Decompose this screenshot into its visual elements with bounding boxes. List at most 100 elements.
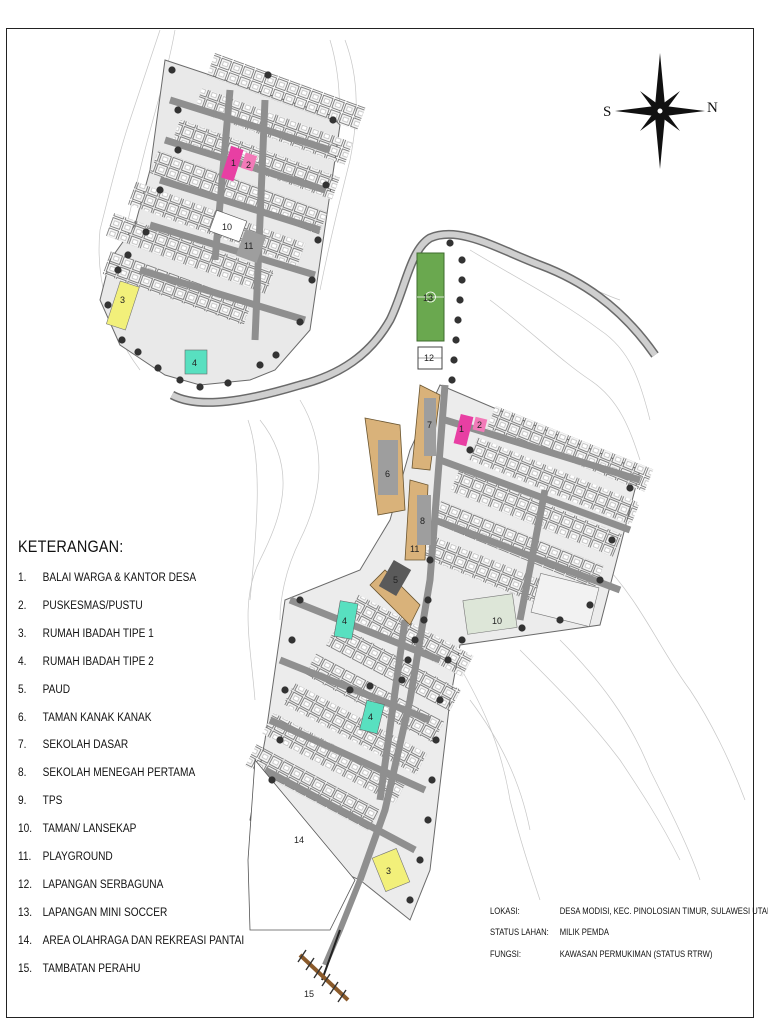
tree-icon xyxy=(444,656,452,664)
tree-icon xyxy=(124,251,132,259)
legend-item-number: 4. xyxy=(18,655,27,668)
info-land-status-label: STATUS LAHAN: xyxy=(490,927,549,937)
tree-icon xyxy=(586,601,594,609)
legend-item-number: 3. xyxy=(18,627,27,640)
facility-playground-tps xyxy=(208,209,600,635)
legend-item-15: 15. TAMBATAN PERAHU xyxy=(18,963,140,975)
legend-item-10: 10.TAMAN/ LANSEKAP xyxy=(18,823,136,835)
tree-icon xyxy=(134,348,142,356)
tree-icon xyxy=(118,336,126,344)
tree-icon xyxy=(458,636,466,644)
legend-item-13: 13.LAPANGAN MINI SOCCER xyxy=(18,907,167,919)
legend-item-3: 3. RUMAH IBADAH TIPE 1 xyxy=(18,628,154,640)
map-frame xyxy=(6,28,754,1018)
tree-icon xyxy=(404,656,412,664)
tree-icon xyxy=(281,686,289,694)
tree-icon xyxy=(448,376,456,384)
zone-label-14: 14 xyxy=(294,835,304,845)
tree-icon xyxy=(406,896,414,904)
tree-icon xyxy=(142,228,150,236)
zone-label-10: 10 xyxy=(222,222,232,232)
tree-icon xyxy=(174,106,182,114)
zone-label-1-main: 1 xyxy=(459,424,464,434)
info-location-value: DESA MODISI, KEC. PINOLOSIAN TIMUR, SULA… xyxy=(559,906,768,916)
tree-icon xyxy=(272,351,280,359)
tree-icon xyxy=(436,696,444,704)
zone-label-12: 12 xyxy=(424,353,434,363)
legend-item-label: RUMAH IBADAH TIPE 1 xyxy=(42,627,154,640)
tree-icon xyxy=(276,736,284,744)
legend-item-label: TPS xyxy=(42,795,63,808)
tree-icon xyxy=(626,484,634,492)
legend-item-label: LAPANGAN MINI SOCCER xyxy=(42,906,168,919)
tree-icon xyxy=(296,318,304,326)
zone-label-4-main-a: 4 xyxy=(342,616,347,626)
legend-item-number: 6. xyxy=(18,711,27,724)
zone-label-2: 2 xyxy=(246,160,251,170)
tree-icon xyxy=(450,356,458,364)
tree-icon xyxy=(518,624,526,632)
info-land-status: STATUS LAHAN:MILIK PEMDA xyxy=(490,927,609,937)
legend-title: KETERANGAN: xyxy=(18,537,124,556)
legend-item-5: 5. PAUD xyxy=(18,684,70,696)
legend-item-number: 8. xyxy=(18,767,27,780)
info-location-label: LOKASI: xyxy=(490,906,520,916)
tree-icon xyxy=(458,256,466,264)
zone-label-3: 3 xyxy=(120,295,125,305)
tree-icon xyxy=(154,364,162,372)
tree-icon xyxy=(196,383,204,391)
legend-item-8: 8.SEKOLAH MENEGAH PERTAMA xyxy=(18,767,195,779)
zone-label-7: 7 xyxy=(427,420,432,430)
tree-icon xyxy=(256,361,264,369)
zone-label-11-main: 11 xyxy=(410,544,419,554)
legend-item-11: 11.PLAYGROUND xyxy=(18,851,113,863)
legend-item-number: 5. xyxy=(18,683,27,696)
tree-icon xyxy=(224,379,232,387)
legend-item-label: LAPANGAN SERBAGUNA xyxy=(42,878,164,891)
legend-item-number: 12. xyxy=(18,878,33,891)
tree-icon xyxy=(156,186,164,194)
cluster-northwest xyxy=(99,52,366,386)
info-function: FUNGSI:KAWASAN PERMUKIMAN (STATUS RTRW) xyxy=(490,949,712,959)
zone-label-5: 5 xyxy=(393,575,398,585)
zone-label-11: 11 xyxy=(244,241,253,251)
zone-label-13: 13 xyxy=(423,293,433,303)
tree-icon xyxy=(608,536,616,544)
tree-icon xyxy=(308,276,316,284)
facility-multipurpose-court xyxy=(417,346,443,370)
zone-label-2-main: 2 xyxy=(477,420,482,430)
info-location: LOKASI: DESA MODISI, KEC. PINOLOSIAN TIMU… xyxy=(490,906,768,916)
zone-label-3-main: 3 xyxy=(386,866,391,876)
legend-item-label: TAMAN KANAK KANAK xyxy=(42,711,152,724)
legend-item-7: 7.SEKOLAH DASAR xyxy=(18,739,128,751)
legend-item-number: 1. xyxy=(18,572,27,584)
legend-item-number: 15. xyxy=(18,962,33,975)
tree-icon xyxy=(322,181,330,189)
tree-icon xyxy=(288,636,296,644)
tree-icon xyxy=(452,336,460,344)
facility-schools xyxy=(364,384,441,626)
tree-icon xyxy=(432,736,440,744)
access-road xyxy=(169,229,659,407)
zone-label-4: 4 xyxy=(192,358,197,368)
tree-icon xyxy=(420,616,428,624)
tree-icon xyxy=(428,776,436,784)
legend-item-label: TAMBATAN PERAHU xyxy=(42,962,141,975)
tree-icon xyxy=(176,376,184,384)
compass-rose-icon xyxy=(615,53,705,169)
tree-icon xyxy=(458,276,466,284)
facility-worship xyxy=(106,280,411,892)
legend-item-label: TAMAN/ LANSEKAP xyxy=(42,823,137,836)
tree-icon xyxy=(296,596,304,604)
zone-label-4-main-b: 4 xyxy=(368,712,373,722)
tree-icon xyxy=(596,576,604,584)
facility-jetty xyxy=(297,949,350,1003)
legend-item-number: 7. xyxy=(18,739,27,752)
legend-item-number: 2. xyxy=(18,599,27,612)
legend-item-label: PAUD xyxy=(42,683,71,696)
tree-icon xyxy=(454,316,462,324)
zone-label-6: 6 xyxy=(385,469,390,479)
info-function-value: KAWASAN PERMUKIMAN (STATUS RTRW) xyxy=(559,949,713,959)
legend-item-label: AREA OLAHRAGA DAN REKREASI PANTAI xyxy=(42,934,245,947)
